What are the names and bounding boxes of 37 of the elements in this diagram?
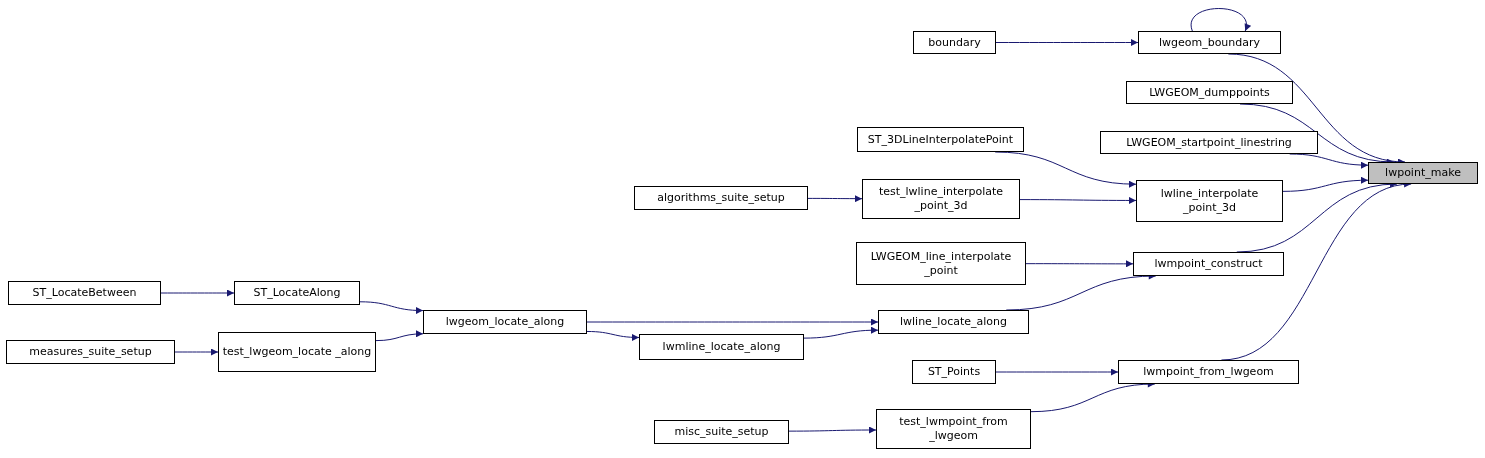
function-box: LWGEOM_startpoint_linestring <box>1100 131 1318 154</box>
function-box: ST_3DLineInterpolatePoint <box>857 127 1024 152</box>
function-box: lwline_interpolate _point_3d <box>1136 180 1283 222</box>
function-box: ST_LocateAlong <box>234 281 360 305</box>
function-box: ST_Points <box>912 360 996 384</box>
function-box: lwline_locate_along <box>878 310 1029 334</box>
function-box: lwmpoint_from_lwgeom <box>1118 360 1299 384</box>
arrow <box>160 289 235 297</box>
function-box: boundary <box>913 31 996 54</box>
arrow <box>1019 196 1137 204</box>
arrow <box>586 330 640 341</box>
function-box: measures_suite_setup <box>6 340 175 364</box>
function-box: misc_suite_setup <box>654 420 789 444</box>
arrow <box>359 301 424 314</box>
arrow <box>803 326 879 339</box>
arrow <box>375 330 424 342</box>
arrow <box>1282 176 1369 192</box>
function-box: test_lwgeom_locate _along <box>218 332 376 372</box>
arrow <box>788 426 877 434</box>
arrow <box>1190 8 1250 32</box>
function-box: LWGEOM_line_interpolate _point <box>856 242 1026 285</box>
function-box: lwmpoint_construct <box>1133 252 1284 276</box>
function-box: lwmline_locate_along <box>639 334 804 360</box>
arrow <box>995 368 1119 376</box>
arrow <box>807 195 863 203</box>
function-box: lwgeom_locate_along <box>423 310 587 334</box>
arrow <box>586 318 879 326</box>
function-box: test_lwmpoint_from _lwgeom <box>876 409 1031 449</box>
function-box: test_lwline_interpolate _point_3d <box>862 179 1020 219</box>
function-box: algorithms_suite_setup <box>634 186 808 210</box>
function-box: ST_LocateBetween <box>8 281 161 305</box>
arrow <box>995 39 1139 46</box>
arrow <box>1025 260 1134 268</box>
function-box: LWGEOM_dumppoints <box>1126 81 1293 104</box>
arrow <box>174 348 219 356</box>
function-box: lwgeom_boundary <box>1138 31 1281 54</box>
function-box: lwpoint_make <box>1368 162 1478 184</box>
